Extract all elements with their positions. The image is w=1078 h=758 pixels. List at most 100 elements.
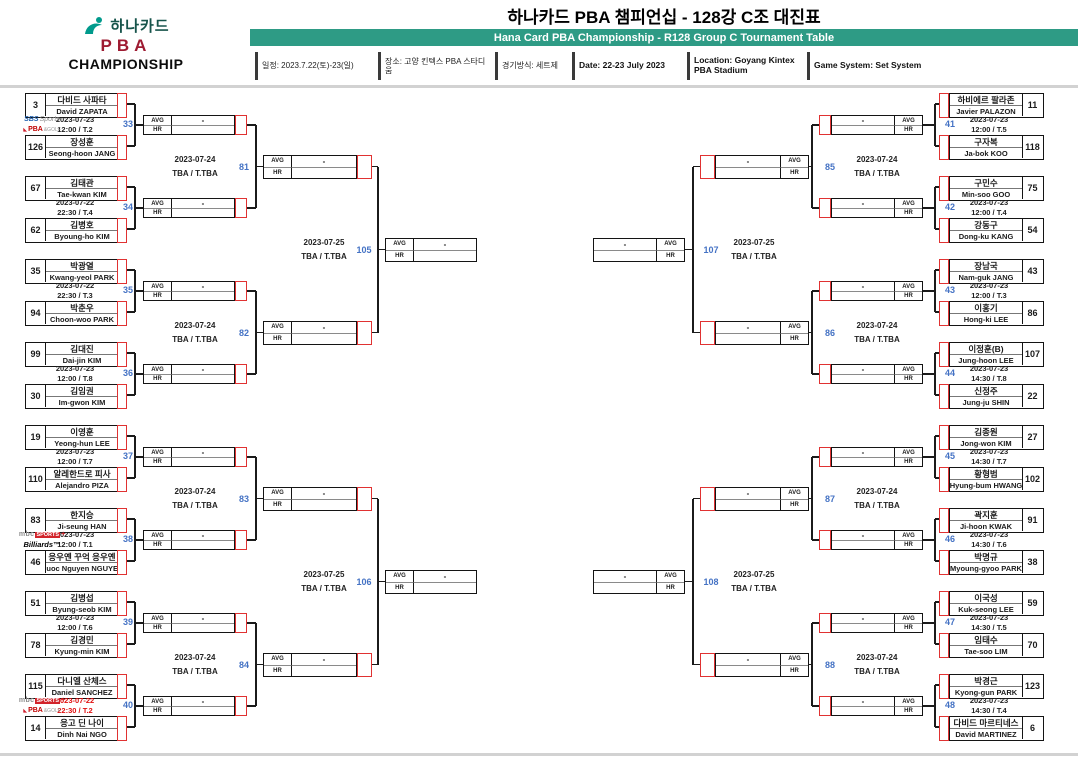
bracket-connector — [935, 477, 939, 479]
r1-winner-box: AVG-HR — [143, 364, 235, 384]
info-separator — [687, 52, 690, 80]
bracket-connector — [812, 622, 819, 624]
bracket-connector — [693, 331, 700, 334]
avg-label: AVG — [894, 448, 922, 457]
bracket-connector — [935, 145, 939, 147]
match-time: TBA / T.TBA — [854, 335, 900, 344]
info-separator — [572, 52, 575, 80]
bracket-connector — [923, 456, 935, 458]
hr-value — [594, 581, 656, 593]
hr-label: HR — [144, 291, 172, 300]
player-name-kr: 김대진 — [70, 343, 94, 354]
avg-value: - — [861, 697, 865, 706]
match-time: TBA / T.TBA — [172, 335, 218, 344]
score-cell — [117, 425, 127, 450]
avg-value: - — [201, 531, 205, 540]
hr-label: HR — [656, 249, 684, 261]
hr-label: HR — [656, 581, 684, 593]
bracket-connector — [935, 269, 939, 271]
score-cell — [117, 508, 127, 533]
broadcast-logo-text: + — [61, 697, 66, 704]
player-name-kr: 이정훈(B) — [968, 343, 1004, 354]
bracket-connector — [127, 643, 135, 645]
avg-value: - — [861, 531, 865, 540]
r2-winner-box: AVG-HR — [263, 486, 357, 511]
match-date: 2023-07-23 — [969, 363, 1009, 373]
player-name-kr: 한지승 — [70, 509, 94, 520]
player-name-en: Choon-woo PARK — [46, 313, 118, 324]
avg-label: AVG — [144, 282, 172, 291]
match-time: TBA / T.TBA — [301, 252, 347, 261]
player-name-kr: 신정주 — [974, 385, 998, 396]
bracket-connector — [378, 248, 385, 251]
avg-value: - — [201, 199, 205, 208]
r2-winner-box: AVG-HR — [263, 652, 357, 677]
hana-card-pba-logo: 하나카드 PBA CHAMPIONSHIP — [12, 6, 240, 82]
match-number: 108 — [703, 576, 719, 587]
bracket-connector — [935, 103, 939, 105]
match-number: 43 — [944, 285, 955, 295]
score-cell — [117, 176, 127, 201]
score-cell — [117, 550, 127, 575]
hana-symbol-icon — [85, 17, 103, 35]
player-name-en: Daniel SANCHEZ — [46, 686, 118, 697]
match-time: 12:00 / T.3 — [971, 290, 1007, 300]
score-cell — [939, 301, 949, 326]
match-date: 2023-07-23 — [55, 529, 95, 539]
avg-label: AVG — [894, 614, 922, 623]
match-date: 2023-07-24 — [856, 653, 898, 662]
hr-value — [172, 208, 234, 217]
player-name-kr: 김종원 — [974, 426, 998, 437]
match-number: 33 — [122, 119, 133, 129]
broadcast-logo-text: &GOLF — [43, 126, 61, 133]
player-name-kr: 이홍기 — [974, 302, 998, 313]
player-name-en: Kyung-min KIM — [46, 645, 118, 656]
bracket-connector — [693, 165, 700, 168]
player-name-en: Min-soo GOO — [950, 188, 1022, 199]
match-number: 35 — [122, 285, 133, 295]
bracket-connector — [127, 684, 135, 686]
score-cell — [117, 93, 127, 118]
r1-winner-box: AVG-HR — [143, 530, 235, 550]
bracket-connector — [923, 373, 935, 375]
bracket-connector — [135, 290, 143, 292]
player-name-en: Ji-seung HAN — [46, 520, 118, 531]
match-time: TBA / T.TBA — [172, 667, 218, 676]
hr-value — [832, 540, 894, 549]
player-name-en: Quoc Nguyen NGUYEN — [46, 562, 118, 573]
avg-value: - — [623, 239, 627, 249]
score-cell — [117, 716, 127, 741]
hr-value — [172, 125, 234, 134]
score-cell — [235, 115, 247, 135]
score-cell — [939, 259, 949, 284]
score-cell — [939, 633, 949, 658]
player-name-en: Yeong-hun LEE — [46, 437, 118, 448]
bracket-connector — [135, 622, 143, 624]
bracket-connector — [377, 166, 379, 333]
r1-winner-box: AVG-HR — [143, 281, 235, 301]
seed-number: 46 — [26, 551, 46, 573]
match-time: 14:30 / T.6 — [971, 539, 1007, 549]
match-number: 107 — [703, 244, 719, 255]
bracket-connector — [809, 165, 812, 168]
bracket-connector — [923, 207, 935, 209]
seed-number: 43 — [1022, 260, 1042, 282]
bracket-connector — [255, 623, 257, 706]
avg-label: AVG — [656, 238, 684, 250]
bracket-connector — [135, 539, 143, 541]
bracket-connector — [377, 498, 379, 665]
score-cell — [117, 218, 127, 243]
match-time: 22:30 / T.4 — [57, 207, 93, 217]
hr-value — [292, 498, 356, 510]
score-cell — [819, 281, 831, 301]
seed-number: 78 — [26, 634, 46, 656]
broadcast-logo-text: mbc — [18, 531, 35, 538]
score-cell — [939, 716, 949, 741]
